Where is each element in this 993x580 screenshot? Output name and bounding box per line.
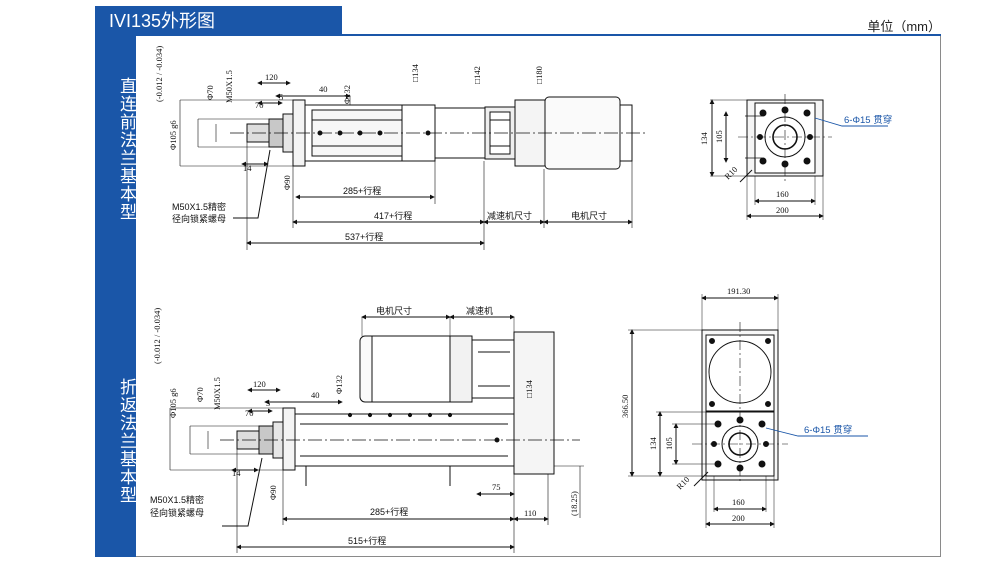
top-end-w160: 160 [776,189,789,199]
bot-holes: 6-Φ15 贯穿 [804,424,852,436]
top-holes: 6-Φ15 贯穿 [844,114,892,126]
top-sq134: □134 [410,63,420,82]
bot-stroke285: 285+行程 [370,506,408,517]
bot-shaft-dia: Φ105 g6 [168,388,178,418]
top-d70b: 70 [255,100,264,110]
bottom-end-view [628,294,788,528]
bot-stroke515: 515+行程 [348,535,386,546]
bot-d110: 110 [524,508,536,518]
bot-d18: (18.25) [569,491,579,516]
top-d5: 5 [279,92,283,102]
section-label-bottom: 折返法兰基本型 [117,378,136,504]
bot-d40: 40 [311,390,320,400]
bot-nut-line1: M50X1.5精密 [150,494,204,505]
top-gearbox: 减速机尺寸 [487,210,532,221]
bot-end-h366: 366.50 [620,395,630,418]
bot-gearbox: 减速机 [466,305,493,316]
top-end-r10: R10 [722,164,739,181]
top-side-dim-labels: (-0.012 / -0.034) Φ105 g6 Φ70 M50X1.5 12… [154,46,607,242]
bottom-side-view [169,314,584,553]
bot-end-h105: 105 [664,437,674,450]
top-stroke537: 537+行程 [345,231,383,242]
bot-end-w160: 160 [732,497,745,507]
top-thread: M50X1.5 [224,70,234,103]
top-end-view [709,94,832,220]
bot-d90: Φ90 [268,485,278,500]
bot-d132: Φ132 [334,375,344,394]
bot-d5: 5 [266,398,270,408]
top-d90: Φ90 [282,175,292,190]
bot-d70b: 70 [245,408,254,418]
top-end-h134: 134 [699,132,709,146]
bot-nut-line2: 径向锁紧螺母 [150,507,204,518]
bot-end-h134: 134 [648,437,658,451]
bot-motor: 电机尺寸 [376,305,412,316]
top-end-labels: 6-Φ15 贯穿 134 105 R10 160 200 [699,114,892,215]
bot-end-w191: 191.30 [727,286,750,296]
title-rule [342,34,941,36]
bot-d70: Φ70 [195,387,205,402]
bottom-side-dim-labels: 电机尺寸 减速机 (-0.012 / -0.034) Φ105 g6 Φ70 M… [150,305,579,546]
top-d120: 120 [265,72,278,82]
unit-label: 单位（mm） [867,19,941,34]
top-end-w200: 200 [776,205,789,215]
bot-end-w200: 200 [732,513,745,523]
bot-sq134: □134 [524,379,534,398]
bot-d14: 14 [232,468,241,478]
bot-end-r10: R10 [674,474,691,491]
bot-thread: M50X1.5 [212,377,222,410]
side-bar [95,36,136,557]
top-stroke417: 417+行程 [374,210,412,221]
section-label-top: 直连前法兰基本型 [117,77,136,221]
top-motor: 电机尺寸 [571,210,607,221]
top-sq180: □180 [534,66,544,84]
top-d132: Φ132 [342,85,352,104]
top-shaft-tol: (-0.012 / -0.034) [154,46,164,102]
top-nut-line2: 径向锁紧螺母 [172,213,226,224]
top-d40: 40 [319,84,328,94]
top-d70: Φ70 [205,85,215,100]
top-stroke285: 285+行程 [343,185,381,196]
top-holes-leader [814,117,888,127]
top-d14: 14 [243,163,252,173]
page-title: IVI135外形图 [95,6,342,36]
bot-shaft-tol: (-0.012 / -0.034) [152,308,162,364]
bot-d75: 75 [492,482,501,492]
top-shaft-dia: Φ105 g6 [168,120,178,150]
top-side-view [179,80,645,250]
bot-holes-leader [765,427,868,437]
top-end-h105: 105 [714,130,724,143]
bot-d120: 120 [253,379,266,389]
top-nut-line1: M50X1.5精密 [172,201,226,212]
top-sq142: □142 [472,66,482,84]
